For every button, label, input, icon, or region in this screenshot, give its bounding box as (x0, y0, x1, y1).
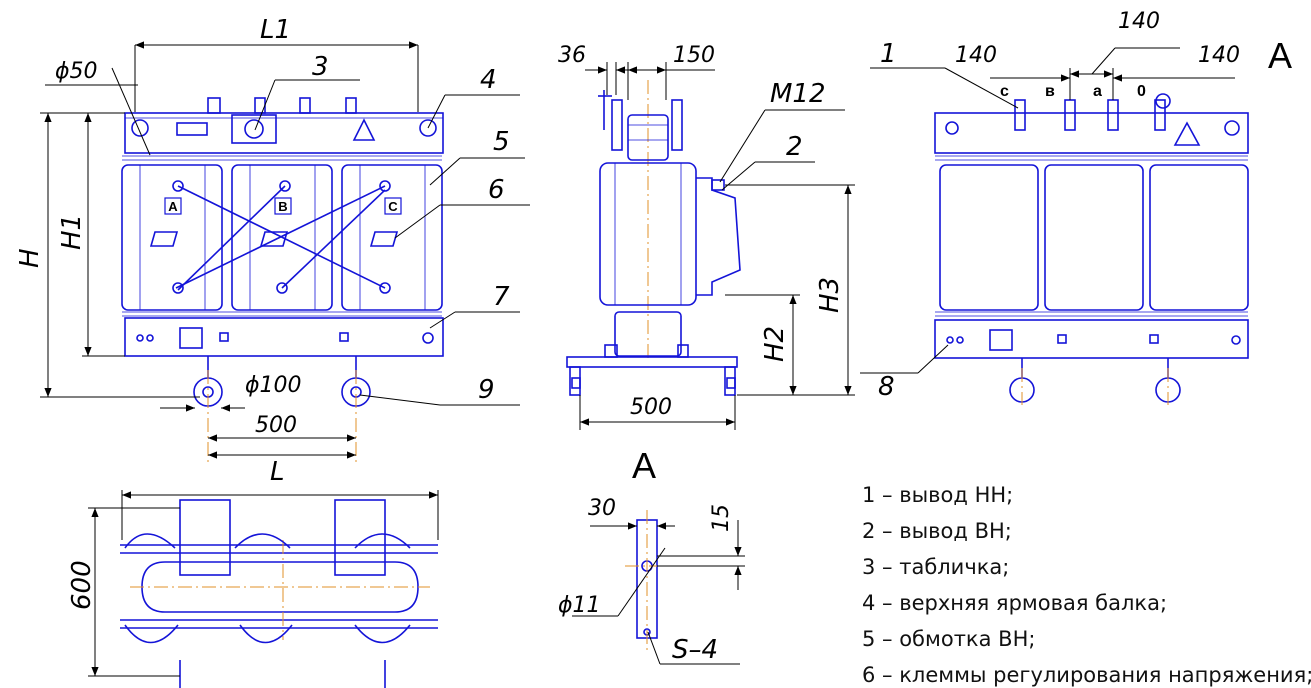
dim-wheel-500: 500 (255, 413, 297, 438)
front-windings (121, 155, 443, 317)
dim-36: 36 (558, 43, 586, 68)
dim-h: H (15, 248, 45, 268)
legend-item-1: 1 – вывод НН; (862, 483, 1013, 507)
phase-label-c: C (388, 199, 398, 214)
callout-1: 1 (880, 39, 897, 69)
callout-5: 5 (493, 127, 510, 157)
legend-item-4: 4 – верхняя ярмовая балка; (862, 591, 1167, 615)
dim-l1: L1 (260, 15, 291, 45)
dim-600: 600 (67, 560, 97, 610)
dim-phi11: ϕ11 (558, 593, 601, 618)
callout-9: 9 (478, 375, 495, 405)
dim-150: 150 (673, 43, 715, 68)
legend: 1 – вывод НН; 2 – вывод ВН; 3 – табличка… (862, 483, 1311, 687)
legend-item-6: 6 – клеммы регулирования напряжения; (862, 663, 1311, 687)
terminal-v: в (1045, 83, 1055, 100)
top-view-dimensions: 600 (67, 507, 180, 677)
terminal-a: a (1093, 83, 1102, 100)
dim-h3: H3 (815, 277, 845, 313)
detail-letter-a: A (632, 445, 656, 486)
detail-a: A 30 15 ϕ11 S–4 (558, 445, 745, 665)
dim-phi50: ϕ50 (55, 59, 98, 84)
dim-m12: M12 (770, 79, 826, 109)
callout-7: 7 (493, 282, 510, 312)
dim-view-a-140-top: 140 (1118, 9, 1160, 34)
dim-l: L (270, 457, 285, 487)
callout-2: 2 (786, 132, 803, 162)
callout-4: 4 (480, 65, 497, 95)
dim-view-a-140-left: 140 (955, 43, 997, 68)
phase-label-a: A (168, 199, 178, 214)
dim-h1: H1 (57, 214, 87, 250)
view-a (934, 93, 1249, 405)
front-view-callouts: 3 4 5 6 7 9 (254, 52, 530, 406)
view-letter-a: A (1268, 35, 1292, 76)
terminal-c: c (1000, 83, 1009, 100)
top-view (120, 490, 439, 688)
dim-30: 30 (588, 496, 616, 521)
side-view (566, 80, 741, 396)
legend-item-2: 2 – вывод ВН; (862, 519, 1012, 543)
front-view: A B C (121, 97, 444, 465)
phase-label-b: B (278, 199, 287, 214)
terminal-0: 0 (1137, 83, 1146, 100)
callout-8: 8 (878, 372, 895, 402)
dim-15: 15 (709, 504, 734, 532)
legend-item-5: 5 – обмотка ВН; (862, 627, 1035, 651)
dim-view-a-140-right: 140 (1198, 43, 1240, 68)
callout-6: 6 (488, 175, 505, 205)
callout-3: 3 (312, 52, 329, 82)
dim-phi100: ϕ100 (245, 373, 302, 398)
dim-base-500: 500 (630, 395, 672, 420)
dim-s4: S–4 (672, 635, 718, 665)
side-view-dimensions: 36 150 M12 2 H2 H3 500 (558, 43, 855, 430)
legend-item-3: 3 – табличка; (862, 555, 1009, 579)
dim-h2: H2 (760, 326, 790, 362)
view-a-annotations: A 140 140 140 c в a 0 1 8 (860, 9, 1292, 402)
front-view-dimensions: L1 ϕ50 H H1 ϕ100 500 L (15, 15, 419, 487)
